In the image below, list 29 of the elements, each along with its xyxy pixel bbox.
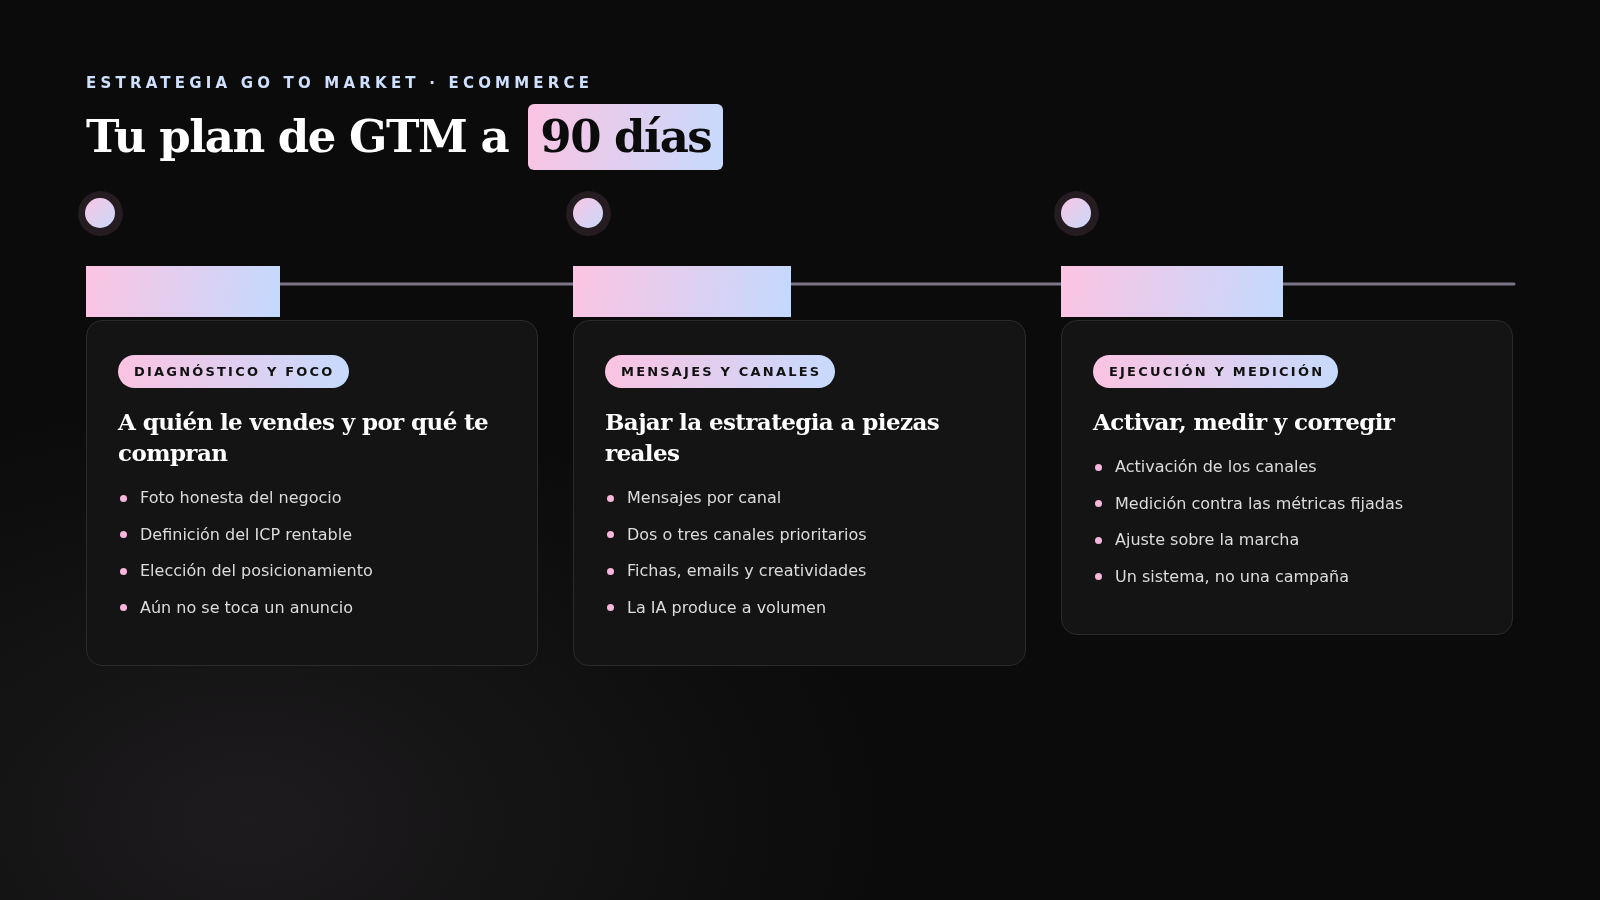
gradient-bar	[573, 266, 791, 317]
phase-card	[86, 320, 538, 666]
phase-card	[1061, 320, 1513, 635]
bullet-text: La IA produce a volumen	[627, 597, 827, 618]
phase-tag: DIAGNÓSTICO Y FOCO	[118, 355, 349, 388]
slide-title: Tu plan de GTM a 90 días	[86, 104, 724, 170]
bullet-text: Mensajes por canal	[627, 488, 782, 509]
gradient-bar	[86, 266, 280, 317]
bullet-text: Definición del ICP rentable	[140, 524, 352, 545]
phase-card	[573, 320, 1026, 666]
bullet-text: Fichas, emails y creatividades	[627, 561, 867, 582]
bullet-text: Ajuste sobre la marcha	[1115, 530, 1300, 551]
card-heading: Activar, medir y corregir	[1093, 407, 1396, 437]
bullet-text: Foto honesta del negocio	[140, 488, 342, 509]
phase-tag: EJECUCIÓN Y MEDICIÓN	[1093, 355, 1339, 388]
phase-tag: MENSAJES Y CANALES	[605, 355, 836, 388]
card-heading: Bajar la estrategia a piezas reales	[605, 407, 941, 468]
bullet-text: Aún no se toca un anuncio	[140, 597, 353, 618]
timeline-line	[280, 282, 573, 286]
bullet-text: Medición contra las métricas fijadas	[1115, 493, 1404, 514]
bullet-text: Dos o tres canales prioritarios	[627, 524, 867, 545]
bullet-text: Elección del posicionamiento	[140, 561, 373, 582]
kicker-text: ESTRATEGIA GO TO MARKET · ECOMMERCE	[86, 74, 594, 92]
bullet-text: Un sistema, no una campaña	[1115, 566, 1349, 587]
timeline-line	[791, 282, 1061, 286]
bullet-text: Activación de los canales	[1115, 457, 1317, 478]
gradient-bar	[1061, 266, 1283, 317]
timeline-line	[1281, 282, 1516, 286]
card-heading: A quién le vendes y por qué te compran	[118, 407, 490, 468]
